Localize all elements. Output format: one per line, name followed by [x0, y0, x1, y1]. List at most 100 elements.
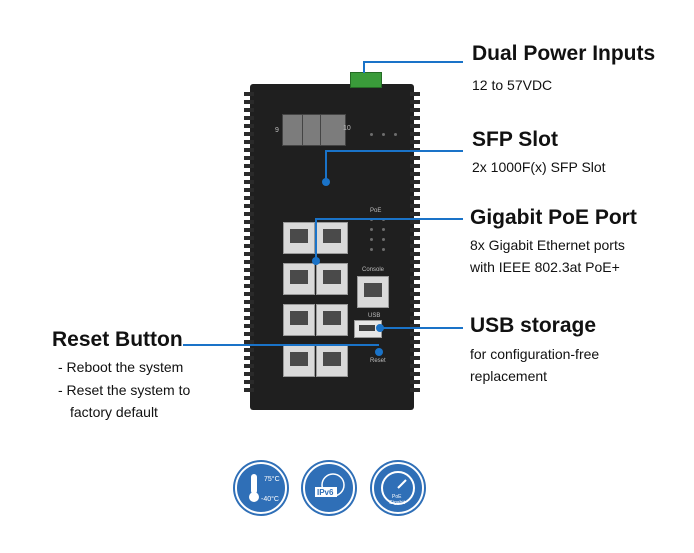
heat-fin	[410, 340, 420, 344]
heat-fin	[244, 124, 254, 128]
heat-fin	[244, 268, 254, 272]
reset-desc-3: factory default	[70, 404, 158, 420]
poe-led	[382, 248, 385, 251]
usb-label: USB	[368, 313, 381, 319]
heat-fin	[244, 332, 254, 336]
heat-fin	[244, 372, 254, 376]
reset-line	[183, 344, 379, 346]
heat-fin	[410, 252, 420, 256]
heat-fin	[410, 204, 420, 208]
reset-desc-1: - Reboot the system	[58, 359, 184, 375]
sfp-dot	[322, 178, 330, 186]
heat-fin	[410, 156, 420, 160]
status-led	[382, 133, 385, 136]
heat-fin	[244, 116, 254, 120]
reset-title: Reset Button	[52, 328, 183, 351]
heat-fin	[410, 108, 420, 112]
gigabit-poe-badge: PoE Gigabit	[370, 460, 426, 516]
heat-fin	[244, 364, 254, 368]
heat-fin	[410, 212, 420, 216]
power-line	[363, 61, 365, 73]
usb-title: USB storage	[470, 314, 597, 337]
heat-fin	[410, 124, 420, 128]
heat-fin	[244, 284, 254, 288]
heat-fin	[410, 308, 420, 312]
heat-fin	[410, 116, 420, 120]
console-port	[357, 276, 389, 308]
heat-fin	[244, 92, 254, 96]
sfp-desc: 2x 1000F(x) SFP Slot	[472, 159, 606, 175]
poe-led	[370, 238, 373, 241]
heat-fin	[410, 324, 420, 328]
heat-fin	[244, 188, 254, 192]
poe-label: PoE	[370, 208, 382, 214]
usb-desc-2: replacement	[470, 368, 548, 384]
heat-fin	[410, 140, 420, 144]
usb-dot	[376, 324, 384, 332]
heat-fin	[410, 172, 420, 176]
ethernet-port	[316, 263, 348, 295]
heat-fin	[244, 388, 254, 392]
heat-fin	[244, 108, 254, 112]
heat-fin	[244, 380, 254, 384]
heat-fin	[410, 180, 420, 184]
power-desc: 12 to 57VDC	[472, 77, 553, 93]
reset-desc-2: - Reset the system to	[58, 382, 191, 398]
heat-fin	[410, 132, 420, 136]
status-led	[394, 133, 397, 136]
heat-fin	[410, 284, 420, 288]
heat-fin	[244, 228, 254, 232]
ethernet-port	[283, 304, 315, 336]
heat-fin	[410, 244, 420, 248]
console-label: Console	[362, 267, 385, 273]
heat-fin	[410, 164, 420, 168]
poe-title: Gigabit PoE Port	[470, 206, 637, 229]
ethernet-port	[283, 263, 315, 295]
heat-fin	[244, 252, 254, 256]
power-connector	[350, 72, 382, 88]
ipv6-badge: IPv6	[301, 460, 357, 516]
heat-fin	[244, 172, 254, 176]
sfp-slot-10	[320, 114, 346, 146]
heat-fin	[410, 220, 420, 224]
poe-text: PoE	[392, 494, 402, 500]
heat-fin	[410, 372, 420, 376]
heat-fin	[410, 332, 420, 336]
heat-fin	[410, 300, 420, 304]
usb-line	[380, 327, 463, 329]
ipv6-text: IPv6	[317, 488, 334, 497]
poe-led	[382, 228, 385, 231]
heat-fin	[410, 188, 420, 192]
poe-desc-1: 8x Gigabit Ethernet ports	[470, 237, 625, 253]
heat-fin	[244, 204, 254, 208]
heat-fin	[410, 388, 420, 392]
ethernet-port	[316, 222, 348, 254]
heat-fin	[410, 92, 420, 96]
heat-fin	[244, 156, 254, 160]
heat-fin	[244, 244, 254, 248]
heat-fin	[244, 180, 254, 184]
heat-fin	[410, 228, 420, 232]
poe-led	[370, 248, 373, 251]
heat-fin	[410, 364, 420, 368]
heat-fin	[244, 292, 254, 296]
poe-line-v	[315, 218, 317, 260]
heat-fin	[410, 380, 420, 384]
heat-fin	[244, 308, 254, 312]
heat-fin	[244, 140, 254, 144]
usb-port	[354, 320, 382, 338]
heat-fin	[244, 316, 254, 320]
heat-fin	[244, 276, 254, 280]
gigabit-text: Gigabit	[389, 500, 405, 506]
heat-fin	[410, 268, 420, 272]
heat-fin	[410, 356, 420, 360]
reset-label: Reset	[370, 358, 386, 364]
poe-desc-2: with IEEE 802.3at PoE+	[470, 259, 620, 275]
speedometer-icon: PoE Gigabit	[372, 462, 424, 514]
heat-fin	[244, 348, 254, 352]
ethernet-port	[283, 345, 315, 377]
heat-fin	[244, 164, 254, 168]
heat-fin	[410, 196, 420, 200]
heat-fin	[410, 260, 420, 264]
ethernet-port	[316, 345, 348, 377]
